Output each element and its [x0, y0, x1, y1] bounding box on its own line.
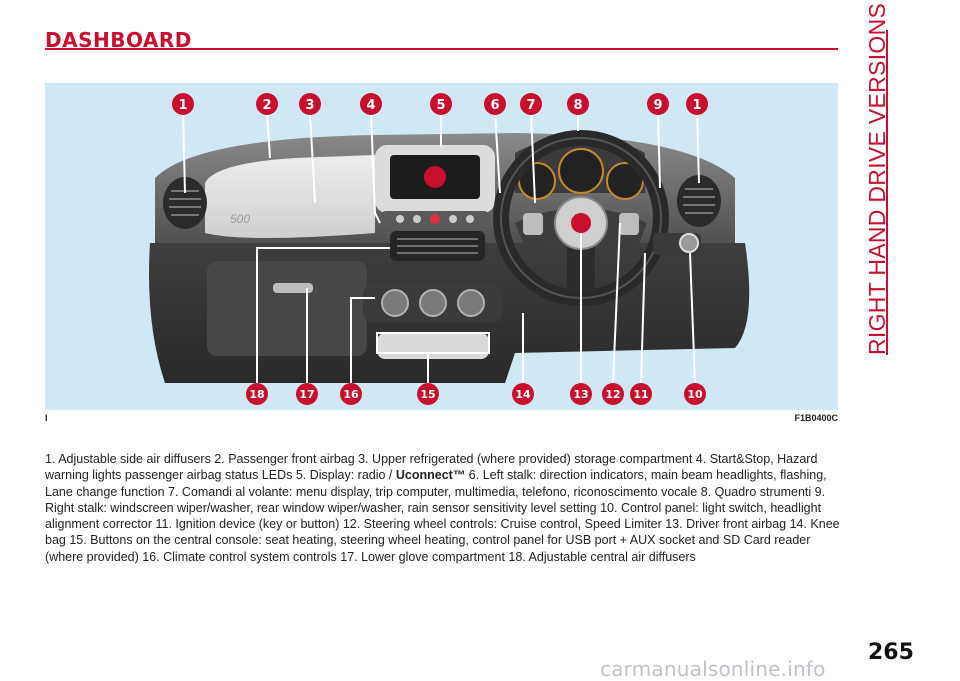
- callouts-top: 1 2 3 4 5 6 7 8 9 1: [172, 93, 708, 115]
- callout-9: 9: [647, 93, 669, 115]
- caption-part-2: 6. Left stalk: direction indicators, mai…: [45, 468, 840, 564]
- dashboard-figure: 500: [45, 83, 838, 410]
- svg-text:4: 4: [366, 98, 375, 113]
- glove-compartment: [207, 261, 367, 356]
- console-buttons: [377, 333, 489, 359]
- callout-4: 4: [360, 93, 382, 115]
- title-rule: [45, 48, 838, 50]
- side-rule: [886, 30, 888, 355]
- figure-mark: I: [45, 413, 48, 423]
- callout-8: 8: [567, 93, 589, 115]
- svg-text:7: 7: [526, 98, 535, 113]
- svg-text:6: 6: [490, 98, 499, 113]
- figure-caption: 1. Adjustable side air diffusers 2. Pass…: [45, 451, 845, 565]
- svg-text:17: 17: [299, 388, 314, 401]
- svg-text:1: 1: [692, 98, 701, 113]
- caption-brand: Uconnect™: [395, 468, 466, 483]
- svg-text:5: 5: [436, 98, 445, 113]
- svg-text:12: 12: [605, 388, 620, 401]
- callout-11: 11: [630, 383, 652, 405]
- page-number: 265: [868, 640, 914, 665]
- svg-text:14: 14: [515, 388, 531, 401]
- passenger-trim-panel: [205, 155, 375, 238]
- svg-text:16: 16: [343, 388, 359, 401]
- callouts-bottom: 18 17 16 15 14 13 12 11 10: [246, 383, 706, 405]
- dashboard-illustration: 500: [149, 93, 750, 405]
- svg-text:15: 15: [420, 388, 435, 401]
- svg-text:18: 18: [249, 388, 264, 401]
- callout-5: 5: [430, 93, 452, 115]
- svg-text:3: 3: [305, 98, 314, 113]
- callout-17: 17: [296, 383, 318, 405]
- caption-part-1: 1. Adjustable side air diffusers 2. Pass…: [45, 452, 818, 483]
- svg-text:2: 2: [262, 98, 271, 113]
- callout-2: 2: [256, 93, 278, 115]
- glove-handle: [273, 283, 313, 293]
- svg-text:8: 8: [573, 98, 582, 113]
- callout-16: 16: [340, 383, 362, 405]
- callout-7: 7: [520, 93, 542, 115]
- callout-15: 15: [417, 383, 439, 405]
- callout-10: 10: [684, 383, 706, 405]
- svg-text:1: 1: [178, 98, 187, 113]
- svg-text:13: 13: [573, 388, 588, 401]
- callout-3: 3: [299, 93, 321, 115]
- svg-text:11: 11: [633, 388, 648, 401]
- callout-13: 13: [570, 383, 592, 405]
- svg-text:9: 9: [653, 98, 662, 113]
- trim-logo: 500: [230, 212, 250, 226]
- callout-18: 18: [246, 383, 268, 405]
- callout-14: 14: [512, 383, 534, 405]
- callout-12: 12: [602, 383, 624, 405]
- svg-text:10: 10: [687, 388, 703, 401]
- watermark-text: carmanualsonline.info: [600, 657, 826, 681]
- callout-1-left: 1: [172, 93, 194, 115]
- callout-1-right: 1: [686, 93, 708, 115]
- callout-6: 6: [484, 93, 506, 115]
- figure-code: F1B0400C: [794, 413, 838, 423]
